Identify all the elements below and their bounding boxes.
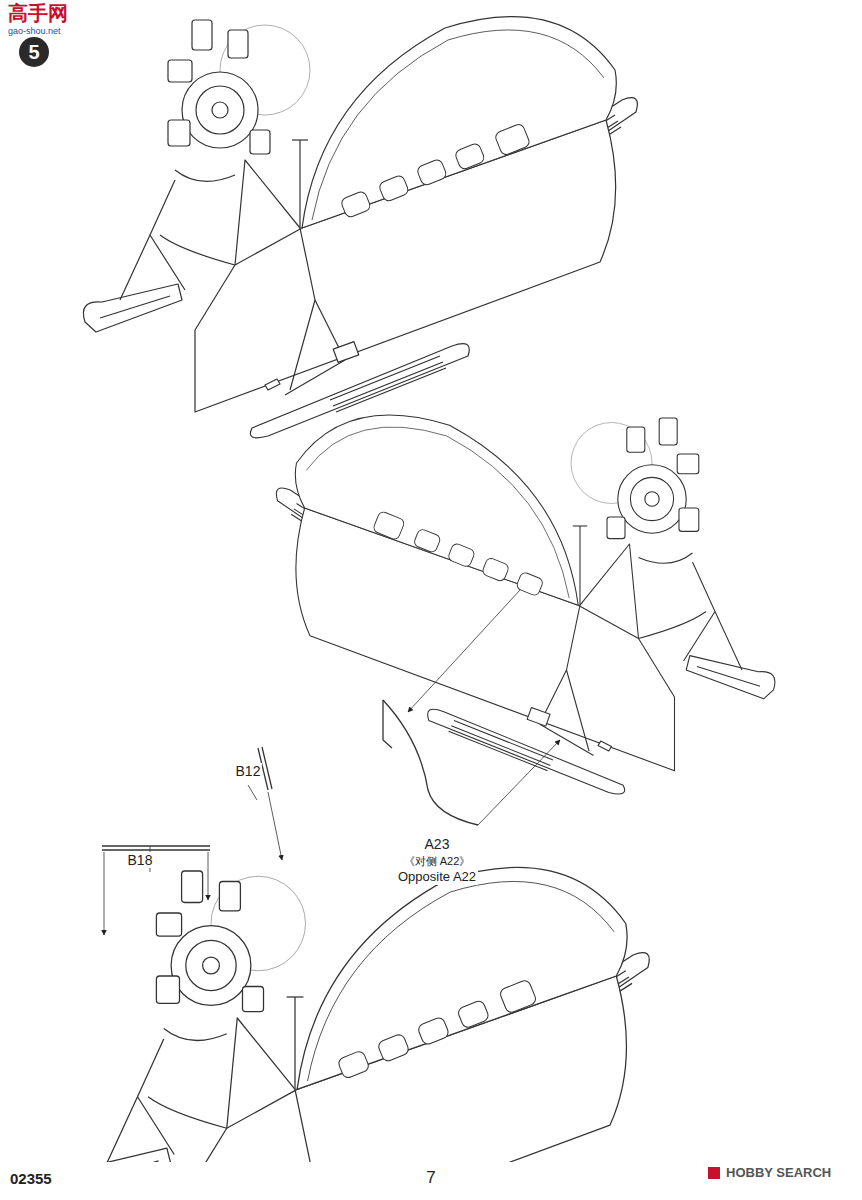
page-number: 7 (424, 1168, 437, 1188)
watermark: gao-shou.net (6, 26, 63, 36)
note: Opposite A22 (396, 870, 478, 885)
note: 《对侧 A22》 (402, 855, 473, 868)
sled-view-top (83, 17, 637, 438)
part-number: B12 (234, 763, 263, 779)
step-number: 5 (28, 41, 39, 64)
part-b18 (102, 846, 210, 935)
watermark: 高手网 (6, 2, 70, 25)
part-a23 (383, 590, 560, 825)
step-circle: 5 (19, 37, 49, 67)
product-code: 02355 (8, 1170, 54, 1187)
part-number: A23 (423, 836, 452, 852)
part-number: B18 (126, 852, 155, 868)
sled-view-bottom (68, 867, 650, 1162)
sled-view-middle (276, 415, 775, 794)
logo-icon (708, 1167, 720, 1179)
leader-line (248, 785, 257, 800)
watermark: HOBBY SEARCH (724, 1166, 833, 1181)
